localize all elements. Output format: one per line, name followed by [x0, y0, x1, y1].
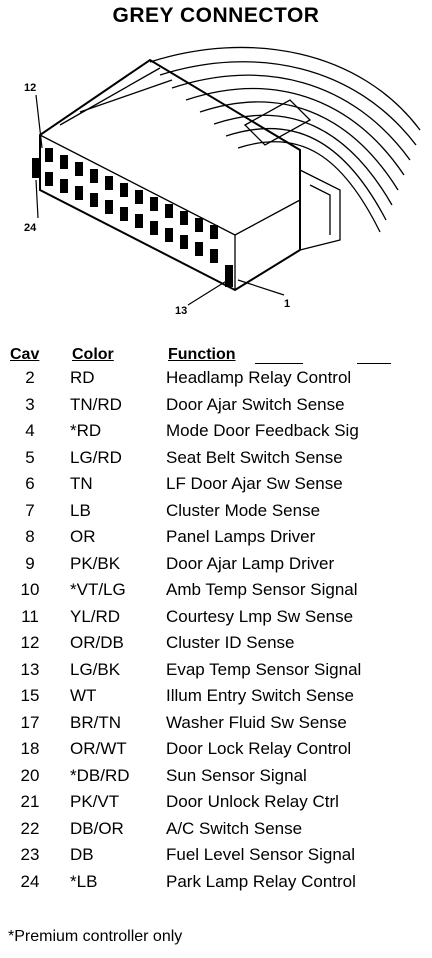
table-row: 6 TN LF Door Ajar Sw Sense [0, 474, 432, 501]
cell-function: LF Door Ajar Sw Sense [166, 474, 343, 493]
table-row: 3 TN/RD Door Ajar Switch Sense [0, 395, 432, 422]
cell-cav: 10 [20, 580, 40, 599]
cell-cav: 7 [25, 500, 35, 520]
cell-cav: 18 [20, 739, 40, 758]
cell-color: *VT/LG [70, 580, 126, 599]
header-function: Function [168, 346, 236, 363]
cell-function: Door Lock Relay Control [166, 739, 352, 758]
cell-function: Seat Belt Switch Sense [166, 447, 343, 467]
table-row: 10 *VT/LG Amb Temp Sensor Signal [0, 580, 432, 607]
cell-color: *DB/RD [70, 765, 130, 785]
cell-color: PK/VT [70, 792, 120, 811]
cell-cav: 24 [20, 871, 40, 891]
cell-function: Door Ajar Lamp Driver [166, 553, 335, 573]
pin-label-12: 12 [24, 82, 37, 94]
cell-color: TN/RD [70, 394, 122, 414]
footnote: *Premium controller only [8, 928, 183, 945]
cell-function: Headlamp Relay Control [166, 368, 352, 387]
table-row: 20 *DB/RD Sun Sensor Signal [0, 766, 432, 793]
cell-color: LG/BK [70, 659, 121, 679]
cell-function: Door Ajar Switch Sense [166, 394, 345, 414]
table-row: 22 DB/OR A/C Switch Sense [0, 819, 432, 846]
cell-cav: 13 [20, 659, 40, 679]
connector-diagram: 12 24 13 1 [0, 40, 432, 340]
cell-color: *LB [70, 871, 98, 891]
cell-function: Door Unlock Relay Ctrl [166, 792, 339, 811]
cell-color: YL/RD [70, 606, 121, 626]
table-row: 24 *LB Park Lamp Relay Control [0, 872, 432, 899]
cell-color: DB/OR [70, 818, 124, 838]
table-row: 7 LB Cluster Mode Sense [0, 501, 432, 528]
cell-cav: 23 [20, 845, 40, 864]
table-row: 15 WT Illum Entry Switch Sense [0, 686, 432, 713]
header-cav: Cav [10, 346, 40, 363]
cell-function: Amb Temp Sensor Signal [166, 580, 358, 599]
cell-color: PK/BK [70, 553, 121, 573]
cell-cav: 17 [20, 712, 40, 732]
table-body: 2 RD Headlamp Relay Control 3 TN/RD Door Ajar… [0, 368, 432, 898]
header-color: Color [72, 346, 114, 363]
table-row: 4 *RD Mode Door Feedback Sig [0, 421, 432, 448]
cell-function: Sun Sensor Signal [166, 765, 307, 785]
table-row: 18 OR/WT Door Lock Relay Control [0, 739, 432, 766]
pinout-table: Cav Color Function 2 RD Headlamp Relay Con… [0, 346, 432, 898]
cell-function: Evap Temp Sensor Signal [166, 659, 362, 679]
cell-cav: 12 [20, 633, 40, 652]
pin-label-13: 13 [175, 305, 188, 317]
cell-cav: 22 [20, 818, 40, 838]
cell-cav: 8 [25, 527, 35, 546]
cell-cav: 4 [25, 421, 35, 440]
cell-function: Cluster ID Sense [166, 633, 295, 652]
cell-cav: 5 [25, 447, 35, 467]
header-rule [255, 363, 303, 364]
pin-label-1: 1 [284, 298, 291, 310]
cell-cav: 15 [20, 686, 40, 705]
cell-function: Panel Lamps Driver [166, 527, 316, 546]
cell-color: DB [70, 845, 94, 864]
cell-color: RD [70, 368, 95, 387]
cell-function: A/C Switch Sense [166, 818, 303, 838]
cell-function: Park Lamp Relay Control [166, 871, 356, 891]
cell-cav: 6 [25, 474, 35, 493]
table-row: 23 DB Fuel Level Sensor Signal [0, 845, 432, 872]
cell-cav: 9 [25, 553, 35, 573]
table-row: 17 BR/TN Washer Fluid Sw Sense [0, 713, 432, 740]
cell-cav: 2 [25, 368, 35, 387]
cell-function: Washer Fluid Sw Sense [166, 712, 347, 732]
connector-illustration [32, 46, 421, 306]
table-row: 11 YL/RD Courtesy Lmp Sw Sense [0, 607, 432, 634]
cell-function: Illum Entry Switch Sense [166, 686, 355, 705]
cell-color: *RD [70, 421, 102, 440]
table-row: 2 RD Headlamp Relay Control [0, 368, 432, 395]
cell-color: TN [70, 474, 93, 493]
cell-cav: 20 [20, 765, 40, 785]
cell-color: LB [70, 500, 91, 520]
table-row: 9 PK/BK Door Ajar Lamp Driver [0, 554, 432, 581]
cell-cav: 11 [21, 606, 39, 626]
cell-color: OR/DB [70, 633, 124, 652]
table-row: 8 OR Panel Lamps Driver [0, 527, 432, 554]
cell-color: WT [70, 686, 97, 705]
table-header: Cav Color Function [0, 346, 432, 368]
cell-function: Courtesy Lmp Sw Sense [166, 606, 354, 626]
table-row: 13 LG/BK Evap Temp Sensor Signal [0, 660, 432, 687]
pin-label-24: 24 [24, 222, 37, 234]
table-row: 21 PK/VT Door Unlock Relay Ctrl [0, 792, 432, 819]
cell-color: LG/RD [70, 447, 122, 467]
cell-cav: 21 [20, 792, 40, 811]
cell-cav: 3 [25, 394, 35, 414]
table-row: 5 LG/RD Seat Belt Switch Sense [0, 448, 432, 475]
cell-color: BR/TN [70, 712, 121, 732]
table-row: 12 OR/DB Cluster ID Sense [0, 633, 432, 660]
header-rule [357, 363, 391, 364]
cell-color: OR [70, 527, 96, 546]
cell-function: Mode Door Feedback Sig [166, 421, 359, 440]
diagram-title: GREY CONNECTOR [112, 4, 320, 27]
cell-function: Fuel Level Sensor Signal [166, 845, 356, 864]
cell-color: OR/WT [70, 739, 127, 758]
cell-function: Cluster Mode Sense [166, 500, 321, 520]
